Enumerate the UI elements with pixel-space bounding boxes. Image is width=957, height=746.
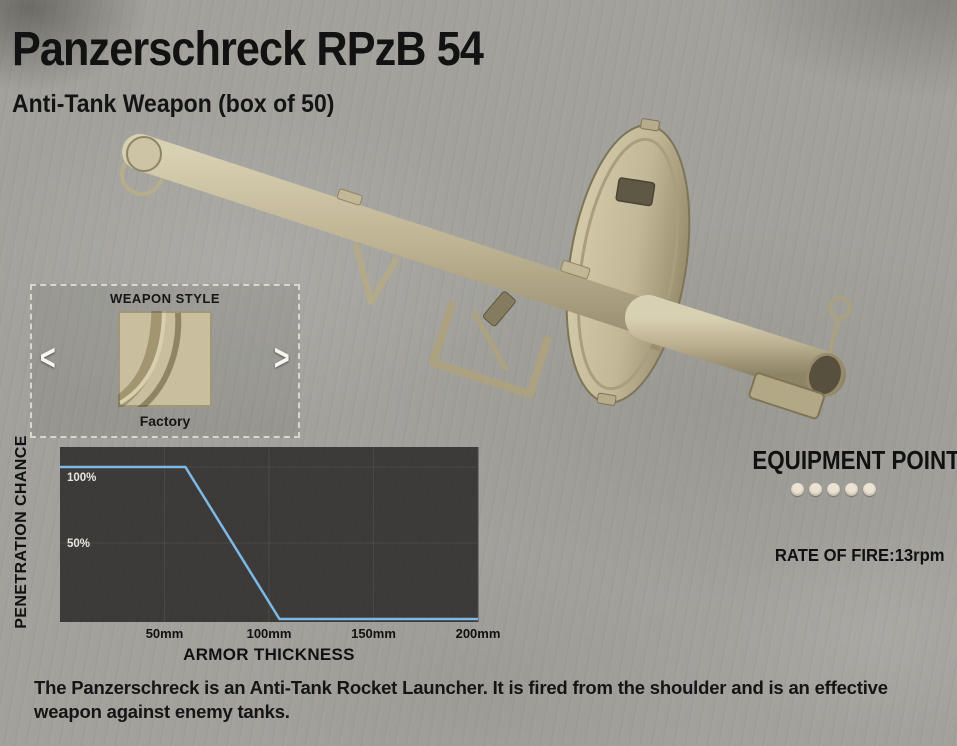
y-tick-label: 100% — [67, 472, 96, 484]
y-tick-label: 50% — [67, 538, 90, 550]
equipment-point-dot — [862, 483, 876, 496]
equipment-points-label: EQUIPMENT POINTS — [752, 445, 957, 475]
x-tick-label: 200mm — [456, 626, 501, 641]
blast-shield — [565, 118, 691, 406]
x-tick-label: 150mm — [351, 626, 396, 641]
front-grip — [353, 243, 399, 305]
previous-style-button[interactable]: < — [39, 337, 56, 379]
x-tick-label: 100mm — [247, 626, 292, 641]
rate-of-fire-label: RATE OF FIRE: — [775, 545, 896, 565]
grip-frame — [428, 300, 553, 399]
x-tick-label: 50mm — [146, 626, 184, 641]
equipment-point-dot — [808, 483, 822, 496]
rear-sight-ring-icon — [828, 296, 852, 353]
rate-of-fire: RATE OF FIRE:13rpm — [775, 545, 945, 566]
equipment-points-dots — [721, 483, 945, 496]
weapon-style-panel: WEAPON STYLE Factory < > — [30, 284, 300, 438]
equipment-point-dot — [790, 483, 804, 496]
page-title: Panzerschreck RPzB 54 — [12, 23, 484, 76]
pistol-grip — [483, 291, 516, 327]
page-subtitle: Anti-Tank Weapon (box of 50) — [12, 90, 335, 118]
rate-of-fire-value: 13rpm — [895, 545, 945, 565]
next-style-button[interactable]: > — [274, 337, 291, 379]
weapon-description: The Panzerschreck is an Anti-Tank Rocket… — [34, 677, 888, 722]
penetration-chart: 50% 100% 50mm 100mm 150mm 200mm — [60, 447, 501, 641]
chart-y-axis-label: PENETRATION CHANCE — [13, 435, 30, 629]
penetration-line — [60, 465, 478, 621]
shoulder-rest — [748, 372, 825, 420]
weapon-style-thumbnail — [118, 311, 212, 407]
weapon-style-name: Factory — [139, 413, 191, 429]
equipment-point-dot — [826, 483, 840, 496]
equipment-point-dot — [844, 483, 858, 496]
rear-tube-opening — [806, 352, 844, 398]
equipment-points: EQUIPMENT POINTS — [721, 445, 957, 496]
weapon-style-header: WEAPON STYLE — [109, 291, 220, 306]
front-sight-ring-icon — [120, 148, 164, 196]
chart-x-axis-label: ARMOR THICKNESS — [183, 645, 355, 664]
